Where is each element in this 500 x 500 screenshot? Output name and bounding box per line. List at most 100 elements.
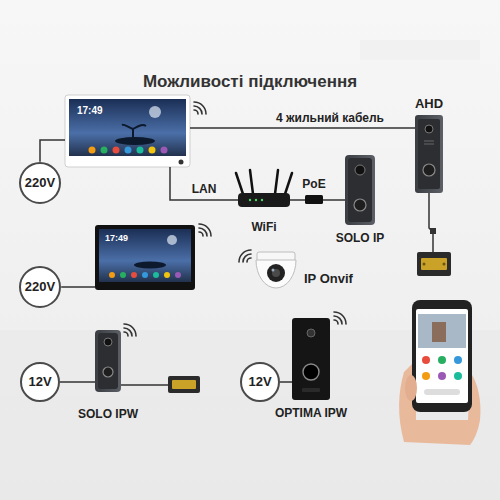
diagram-title: Можливості підключення bbox=[0, 72, 500, 92]
smartphone-in-hand-part bbox=[432, 322, 446, 342]
call-panel: OPTIMA IPW bbox=[292, 318, 330, 400]
wifi-signals-part-part bbox=[247, 258, 251, 262]
smartphone-in-hand bbox=[399, 300, 480, 445]
wifi-signals-part-part bbox=[199, 232, 203, 236]
monitor-white-part bbox=[89, 147, 96, 154]
ahd-panel-part bbox=[424, 144, 434, 145]
monitor-black-part bbox=[109, 272, 115, 278]
router-part bbox=[238, 193, 290, 207]
solo-ipw-panel-part bbox=[103, 367, 113, 377]
monitor-white-part bbox=[115, 137, 155, 145]
ip-camera: IP Onvif bbox=[254, 252, 298, 290]
lock-wire-part bbox=[121, 384, 168, 386]
power-badge: 220V bbox=[19, 162, 61, 204]
wifi-signals-part bbox=[239, 250, 251, 262]
monitor-black-part bbox=[134, 262, 166, 269]
optima-ipw-panel-part bbox=[303, 364, 319, 380]
ahd-panel-part bbox=[415, 115, 443, 193]
device-label: SOLO IP bbox=[336, 232, 385, 246]
device-label: SOLO IPW bbox=[78, 408, 138, 422]
electric-lock-part bbox=[423, 263, 426, 266]
solo-ip-panel-part bbox=[348, 158, 372, 222]
ahd-panel-part bbox=[425, 125, 433, 133]
wifi-signals-part bbox=[334, 312, 346, 324]
monitor-white-part bbox=[113, 147, 120, 154]
wifi-signals-part-part bbox=[199, 228, 207, 236]
lock-wire-part bbox=[430, 228, 436, 234]
lock-wire-part bbox=[429, 193, 433, 252]
connector bbox=[40, 140, 65, 162]
electric-lock-part bbox=[421, 258, 447, 270]
power-badge: 12V bbox=[240, 362, 280, 402]
solo-ipw-panel-part bbox=[95, 330, 121, 392]
ip-camera-part bbox=[272, 269, 275, 272]
wifi-signals-part-part bbox=[239, 250, 251, 262]
monitor-white-part bbox=[137, 147, 144, 154]
connector-label: LAN bbox=[189, 182, 220, 196]
monitor-black-part bbox=[167, 235, 177, 245]
smartphone-in-hand-part bbox=[438, 372, 446, 380]
wifi-signals-part-part bbox=[194, 110, 198, 114]
device-label: AHD bbox=[415, 97, 443, 112]
background-part bbox=[360, 40, 480, 60]
connector bbox=[60, 381, 95, 383]
ip-camera-part bbox=[267, 264, 285, 282]
smartphone-in-hand-part bbox=[422, 372, 430, 380]
electric-lock-part bbox=[417, 252, 451, 276]
wifi-router: WiFi bbox=[238, 193, 290, 207]
wifi-signals-part-part bbox=[334, 312, 346, 324]
monitor-white-part bbox=[149, 147, 156, 154]
wifi-signals-part bbox=[199, 224, 211, 236]
ip-camera bbox=[256, 252, 296, 288]
smartphone-in-hand-part bbox=[438, 356, 446, 364]
connector bbox=[323, 199, 345, 201]
electric-lock-part bbox=[172, 380, 196, 389]
indoor-monitor: 17:49 bbox=[65, 95, 190, 167]
ip-camera-part bbox=[272, 269, 280, 277]
ahd-panel-part bbox=[423, 164, 435, 176]
router-part bbox=[255, 199, 257, 201]
solo-ipw-panel-part bbox=[98, 333, 118, 389]
device-label: 12V bbox=[248, 375, 271, 390]
monitor-black-part bbox=[164, 272, 170, 278]
monitor-black-part bbox=[99, 229, 191, 282]
device-label: 17:49 bbox=[77, 105, 103, 117]
solo-ip-panel-part bbox=[345, 155, 375, 225]
indoor-monitor: 17:49 bbox=[95, 225, 195, 290]
device-label: OPTIMA IPW bbox=[275, 407, 347, 421]
optima-ipw-panel bbox=[292, 318, 330, 400]
connector bbox=[190, 127, 415, 129]
monitor-white-part bbox=[65, 95, 190, 167]
monitor-white-part bbox=[69, 99, 186, 156]
monitor-black bbox=[95, 225, 195, 290]
poe-injector: PoE bbox=[305, 195, 323, 204]
ahd-panel-part bbox=[418, 119, 440, 189]
solo-ip-panel bbox=[345, 155, 375, 225]
monitor-white-part bbox=[122, 125, 146, 140]
monitor-black-part bbox=[131, 272, 137, 278]
smartphone-in-hand-part bbox=[418, 314, 466, 348]
monitor-white bbox=[65, 95, 190, 167]
solo-ipw-panel-part bbox=[104, 338, 112, 346]
wifi-signals-part-part bbox=[194, 102, 206, 114]
wifi-signals-part-part bbox=[124, 324, 136, 336]
router-part-part bbox=[250, 170, 253, 194]
smartphone-in-hand-part bbox=[416, 309, 468, 403]
connector bbox=[170, 167, 238, 200]
power-badge: 220V bbox=[19, 266, 61, 308]
solo-ipw-panel bbox=[95, 330, 121, 392]
connector bbox=[61, 286, 95, 288]
router-part-part bbox=[275, 170, 278, 194]
optima-ipw-panel-part bbox=[307, 329, 315, 337]
device-label: IP Onvif bbox=[304, 272, 353, 287]
device-label: 17:49 bbox=[105, 233, 128, 243]
monitor-white-part bbox=[179, 160, 184, 165]
smartphone-in-hand-part bbox=[454, 372, 462, 380]
connector bbox=[290, 199, 305, 201]
device-label: PoE bbox=[302, 178, 325, 192]
monitor-black-part bbox=[153, 272, 159, 278]
device-label: WiFi bbox=[251, 221, 276, 235]
